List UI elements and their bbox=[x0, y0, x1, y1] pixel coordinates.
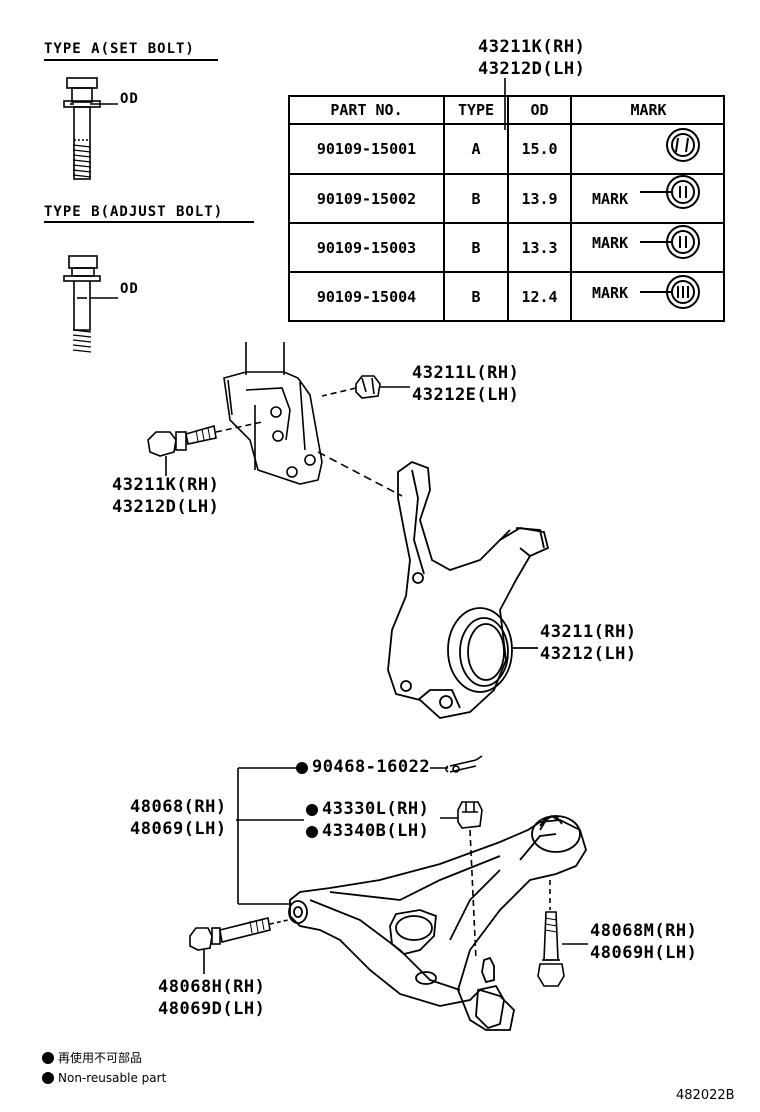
non-reusable-icon bbox=[42, 1052, 54, 1064]
table-cell-type: B bbox=[471, 189, 481, 208]
arm-rear-bolt-illustration bbox=[537, 880, 588, 987]
legend-text: Non-reusable part bbox=[58, 1071, 167, 1085]
strut-bracket bbox=[223, 342, 323, 485]
table-cell-type: B bbox=[471, 238, 481, 257]
part-number-rh: 43211L(RH) bbox=[412, 363, 520, 383]
legend-jp: 再使用不可部品 bbox=[42, 1049, 142, 1066]
table-cell-part-no: 90109-15004 bbox=[316, 287, 417, 306]
table-cell-mark: MARK bbox=[592, 189, 629, 208]
table-cell-type: A bbox=[471, 140, 481, 158]
part-number-lh: 48069D(LH) bbox=[158, 999, 266, 1019]
callout-cotter-pin: 90468-16022 bbox=[296, 759, 430, 776]
part-number: 43330L(RH) bbox=[322, 799, 430, 819]
table-cell-part-no: 90109-15003 bbox=[316, 238, 417, 257]
non-reusable-icon bbox=[296, 762, 308, 774]
col-header-od: OD bbox=[530, 101, 549, 119]
callout-lower-arm: 48068(RH) 48069(LH) bbox=[130, 796, 227, 840]
table-cell-mark bbox=[580, 125, 640, 173]
part-number-rh: 48068(RH) bbox=[130, 797, 227, 817]
non-reusable-icon bbox=[306, 804, 318, 816]
od-label-a: OD bbox=[120, 91, 139, 107]
callout-arm-rear-bolt: 48068M(RH) 48069H(LH) bbox=[590, 920, 697, 964]
part-number-lh: 43212E(LH) bbox=[412, 385, 520, 405]
cotter-pin-illustration bbox=[445, 755, 483, 773]
part-number-lh: 48069H(LH) bbox=[590, 943, 698, 963]
callout-knuckle-bolt: 43211K(RH) 43212D(LH) bbox=[112, 474, 219, 518]
flange-nut-illustration bbox=[321, 375, 410, 399]
non-reusable-icon bbox=[42, 1072, 54, 1084]
table-title: 43211K(RH) 43212D(LH) bbox=[478, 36, 585, 80]
callout-knuckle-nut: 43211L(RH) 43212E(LH) bbox=[412, 362, 519, 406]
table-cell-type: B bbox=[471, 287, 481, 306]
table-cell-mark: MARK bbox=[592, 283, 629, 302]
part-number-rh: 43211(RH) bbox=[540, 622, 637, 642]
lower-control-arm bbox=[288, 814, 587, 1031]
arm-front-bolt-illustration bbox=[189, 917, 289, 974]
callout-ball-joint-nut: 43330L(RH) 43340B(LH) bbox=[306, 798, 429, 842]
callout-steering-knuckle: 43211(RH) 43212(LH) bbox=[540, 621, 637, 665]
table-cell-od: 12.4 bbox=[521, 287, 558, 306]
steering-knuckle bbox=[387, 460, 550, 719]
callout-arm-front-bolt: 48068H(RH) 48069D(LH) bbox=[158, 976, 265, 1020]
col-header-type: TYPE bbox=[457, 101, 495, 119]
non-reusable-icon bbox=[306, 826, 318, 838]
od-label-b: OD bbox=[120, 281, 139, 297]
type-a-heading: TYPE A(SET BOLT) bbox=[44, 41, 195, 57]
part-number-rh: 48068H(RH) bbox=[158, 977, 266, 997]
part-number-rh: 43211K(RH) bbox=[112, 475, 220, 495]
castle-nut-illustration bbox=[457, 801, 483, 961]
part-number-lh: 43212(LH) bbox=[540, 644, 637, 664]
table-title-lh: 43212D(LH) bbox=[478, 59, 586, 79]
part-number-rh: 48068M(RH) bbox=[590, 921, 698, 941]
table-cell-od: 13.9 bbox=[521, 189, 558, 208]
table-cell-od: 13.3 bbox=[521, 238, 558, 257]
adjust-bolt-illustration bbox=[63, 255, 118, 353]
type-b-heading: TYPE B(ADJUST BOLT) bbox=[44, 204, 224, 220]
figure-id: 482022B bbox=[676, 1088, 735, 1103]
set-bolt-illustration bbox=[63, 77, 118, 180]
table-cell-part-no: 90109-15001 bbox=[316, 140, 417, 158]
legend-en: Non-reusable part bbox=[42, 1071, 166, 1085]
part-number: 43340B(LH) bbox=[322, 821, 430, 841]
col-header-mark: MARK bbox=[630, 101, 667, 119]
part-number-lh: 48069(LH) bbox=[130, 819, 227, 839]
arm-callout-bracket bbox=[236, 767, 458, 905]
knuckle-bolt-illustration bbox=[147, 421, 263, 476]
bolt-spec-table: PART NO. TYPE OD MARK 90109-15001 A 15.0… bbox=[288, 95, 725, 322]
legend-text: 再使用不可部品 bbox=[58, 1051, 143, 1065]
table-title-rh: 43211K(RH) bbox=[478, 37, 586, 57]
table-cell-mark: MARK bbox=[592, 233, 629, 252]
mark-icons bbox=[640, 128, 700, 309]
part-number-lh: 43212D(LH) bbox=[112, 497, 220, 517]
table-cell-od: 15.0 bbox=[521, 140, 558, 158]
part-number: 90468-16022 bbox=[312, 757, 431, 777]
part-number-lh: 43340B(LH) bbox=[306, 820, 429, 842]
table-cell-part-no: 90109-15002 bbox=[316, 189, 417, 208]
part-number-rh: 43330L(RH) bbox=[306, 798, 429, 820]
col-header-part-no: PART NO. bbox=[330, 101, 403, 119]
